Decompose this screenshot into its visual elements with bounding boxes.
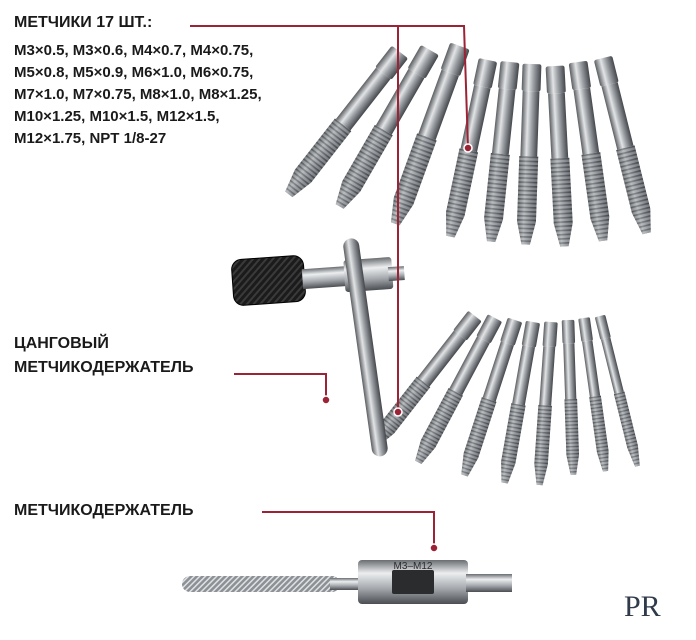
taps-callout-branch xyxy=(398,25,469,149)
taps-size-line: M10×1.25, M10×1.5, M12×1.5, xyxy=(14,108,220,125)
wrench-size-marking: M3–M12 xyxy=(394,561,433,572)
brand-logo: PR xyxy=(624,590,661,623)
collet-holder-label-line: МЕТЧИКОДЕРЖАТЕЛЬ xyxy=(14,359,194,376)
small-taps-set xyxy=(367,310,643,486)
taps-size-line: M12×1.75, NPT 1/8-27 xyxy=(14,130,167,147)
wrench-holder-label: МЕТЧИКОДЕРЖАТЕЛЬ xyxy=(14,502,194,519)
bar-tap-wrench: M3–M12 xyxy=(182,560,512,604)
callout-dots xyxy=(321,143,473,553)
collet-holder-label-line: ЦАНГОВЫЙ xyxy=(14,335,109,352)
collet-tap-holder xyxy=(231,255,405,306)
taps-callout-heading: МЕТЧИКИ 17 ШТ.: xyxy=(14,14,153,31)
wrench-callout-line xyxy=(262,511,435,548)
callout-lines xyxy=(190,25,469,548)
taps-size-line: M7×1.0, M7×0.75, M8×1.0, M8×1.25, xyxy=(14,86,262,103)
taps-size-list: M3×0.5, M3×0.6, M4×0.7, M4×0.75, M5×0.8,… xyxy=(14,40,262,150)
collet-holder-label: ЦАНГОВЫЙ МЕТЧИКОДЕРЖАТЕЛЬ xyxy=(14,332,193,380)
taps-size-line: M5×0.8, M5×0.9, M6×1.0, M6×0.75, xyxy=(14,64,254,81)
collet-sliding-bar xyxy=(343,238,388,457)
collet-callout-line xyxy=(234,373,327,400)
taps-size-line: M3×0.5, M3×0.6, M4×0.7, M4×0.75, xyxy=(14,42,254,59)
